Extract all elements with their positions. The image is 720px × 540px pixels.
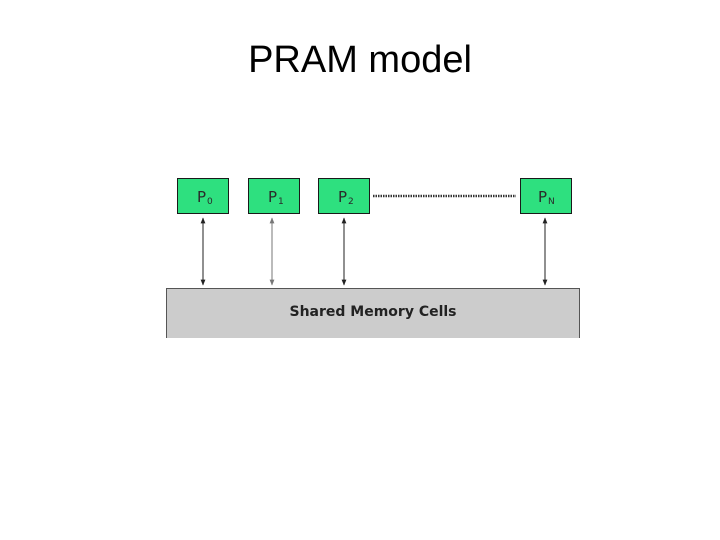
processor-p0: P0 [177,178,229,214]
processor-label: P0 [197,188,213,207]
processor-label: P2 [338,188,354,207]
slide-title: PRAM model [248,39,472,81]
processor-label: P1 [268,188,284,207]
shared-memory-label: Shared Memory Cells [289,304,457,320]
processor-pn: PN [520,178,572,214]
processor-p2: P2 [318,178,370,214]
processor-label: PN [538,188,555,207]
processor-p1: P1 [248,178,300,214]
shared-memory-block: Shared Memory Cells [166,288,580,338]
